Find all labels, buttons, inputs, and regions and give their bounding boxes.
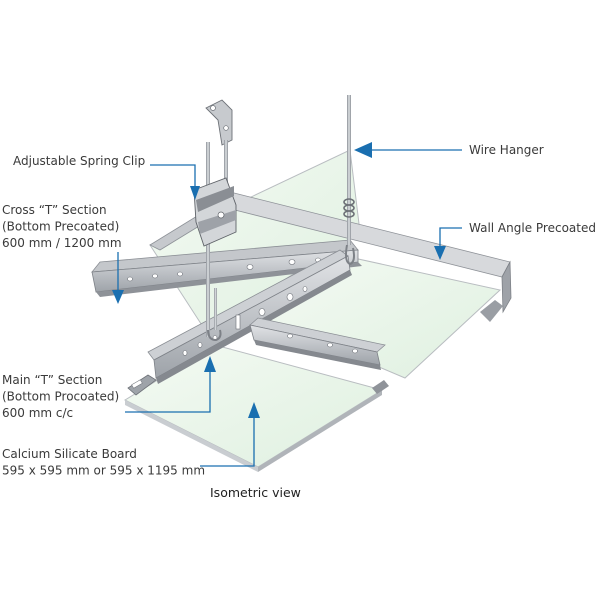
leader-wall-angle (439, 227, 462, 246)
label-main-t: Main “T” Section (Bottom Procoated) 600 mm… (2, 373, 119, 420)
label-line: 595 x 595 mm or 595 x 1195 mm (2, 464, 205, 478)
hanger-spring-coil (343, 198, 355, 218)
label-line: (Bottom Procoated) (2, 390, 119, 404)
cross-t-section (91, 239, 362, 297)
label-line: (Bottom Precoated) (2, 220, 119, 234)
label-line: Adjustable Spring Clip (13, 154, 145, 168)
label-line: 600 mm c/c (2, 406, 73, 420)
arrow-cross-t (112, 290, 124, 304)
main-t-slots (182, 286, 308, 356)
caption: Isometric view (210, 485, 301, 500)
ceiling-boards (123, 149, 502, 472)
label-line: 600 mm / 1200 mm (2, 236, 122, 250)
wire-hanger (343, 95, 355, 266)
main-t-end-clip (372, 380, 389, 394)
label-line: Wall Angle Precoated (469, 221, 596, 235)
clip-rod-right (224, 140, 228, 200)
short-cross-t (249, 317, 386, 370)
arrow-main-t (204, 356, 216, 372)
arrow-wire-hanger (354, 142, 372, 158)
arrow-wall-angle (434, 246, 446, 260)
label-cross-t: Cross “T” Section (Bottom Precoated) 600 m… (2, 203, 122, 250)
board-edge-front (125, 400, 258, 472)
wall-angle-clip (480, 300, 503, 322)
arrow-board (248, 402, 260, 418)
spring-clip-assembly (193, 99, 237, 342)
label-line: Main “T” Section (2, 373, 102, 387)
leader-spring-clip (150, 164, 196, 188)
label-texts: Adjustable Spring Clip Wire Hanger Cross… (2, 143, 596, 500)
label-line: Wire Hanger (469, 143, 544, 157)
label-wire-hanger: Wire Hanger (469, 143, 544, 157)
arrow-spring-clip (190, 186, 200, 200)
board-edge-right (258, 390, 382, 472)
leader-board (200, 416, 255, 467)
label-wall-angle: Wall Angle Precoated (469, 221, 596, 235)
label-line: Calcium Silicate Board (2, 447, 137, 461)
hanger-rod (347, 95, 351, 245)
label-line: Cross “T” Section (2, 203, 107, 217)
label-board: Calcium Silicate Board 595 x 595 mm or 59… (2, 447, 205, 478)
callouts (112, 142, 462, 467)
label-spring-clip: Adjustable Spring Clip (13, 154, 145, 168)
leader-main-t (125, 370, 211, 413)
top-bracket (205, 99, 233, 146)
